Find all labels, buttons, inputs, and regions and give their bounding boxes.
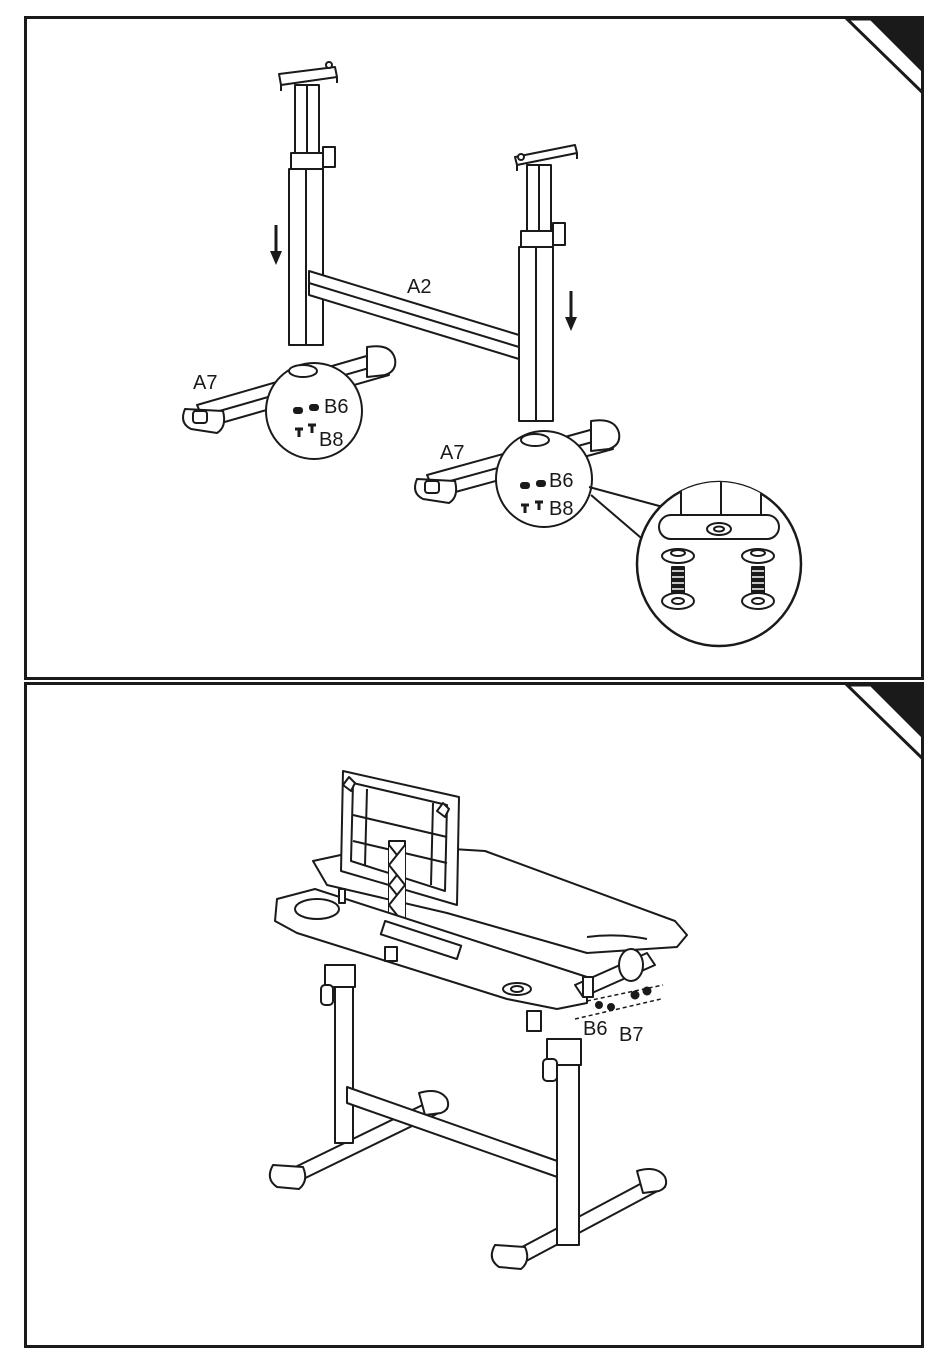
right-zoom-circle (496, 431, 592, 527)
step-2-panel: B6 B7 (24, 682, 924, 1348)
label-a7-left: A7 (193, 372, 217, 394)
label-b8-right: B8 (549, 498, 573, 520)
label-b6-left: B6 (324, 396, 348, 418)
step-corner-tab (847, 19, 924, 97)
step-1-diagram: A2 A7 A7 B6 B8 B6 B8 (27, 19, 924, 680)
right-leg-column (515, 145, 577, 421)
label-b6: B6 (583, 1018, 607, 1040)
screw-b7-part (643, 987, 652, 996)
back-leg (321, 965, 355, 1143)
step-1-panel: A2 A7 A7 B6 B8 B6 B8 (24, 16, 924, 680)
label-a2: A2 (407, 276, 431, 298)
down-arrow-right (565, 291, 577, 331)
left-leg-column (279, 62, 337, 345)
label-b8-left: B8 (319, 429, 343, 451)
label-a7-right: A7 (440, 442, 464, 464)
label-b7: B7 (619, 1024, 643, 1046)
step-2-diagram: B6 B7 (27, 685, 924, 1348)
front-leg (543, 1039, 581, 1245)
down-arrow-left (270, 225, 282, 265)
washer-b6-part (631, 991, 640, 1000)
step-corner-tab (847, 685, 924, 763)
detail-circle (637, 474, 801, 646)
label-b6-right: B6 (549, 470, 573, 492)
